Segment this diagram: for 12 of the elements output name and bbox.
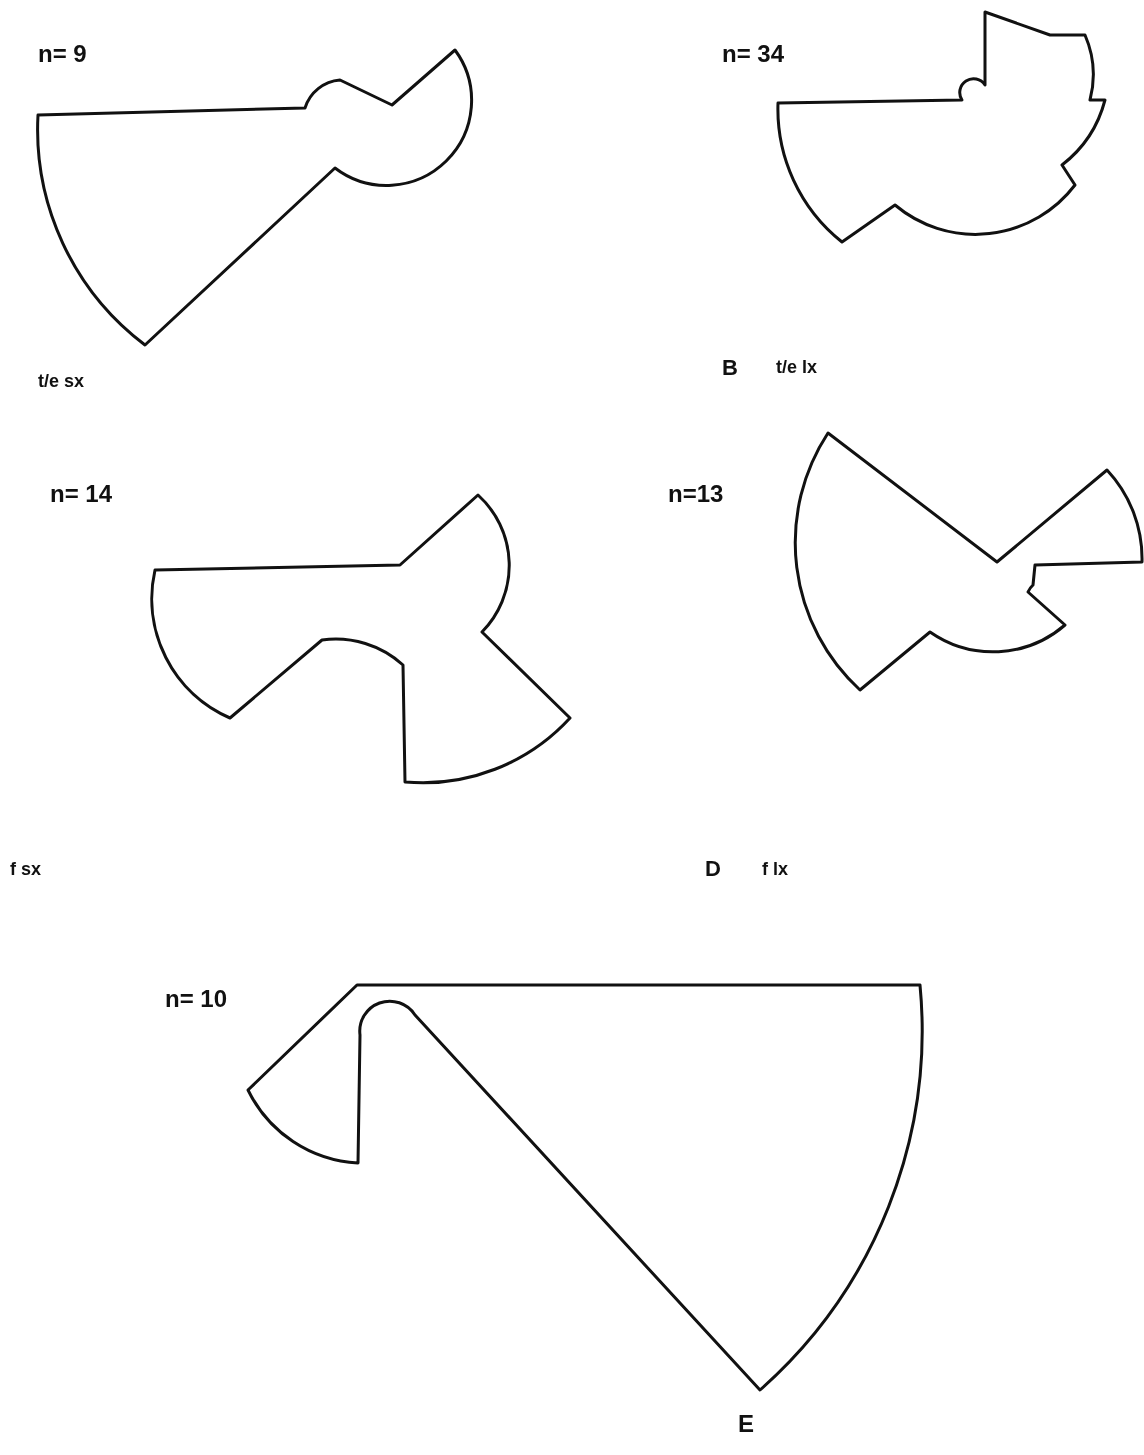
panel-label: n= 10 [165,987,228,1011]
panel-label: n= 34 [722,42,785,66]
panel-label: f sx [10,860,42,878]
panel-label: n= 14 [50,482,113,506]
panel-label: E [738,1412,754,1436]
panel-label: n= 9 [38,42,87,66]
panel-label: t/e lx [776,358,818,376]
panel-label: t/e sx [38,372,85,390]
panel-label: B [722,357,738,379]
panel-label: n=13 [668,482,724,506]
panel-label: f lx [762,860,788,878]
panel-label: D [705,858,721,880]
